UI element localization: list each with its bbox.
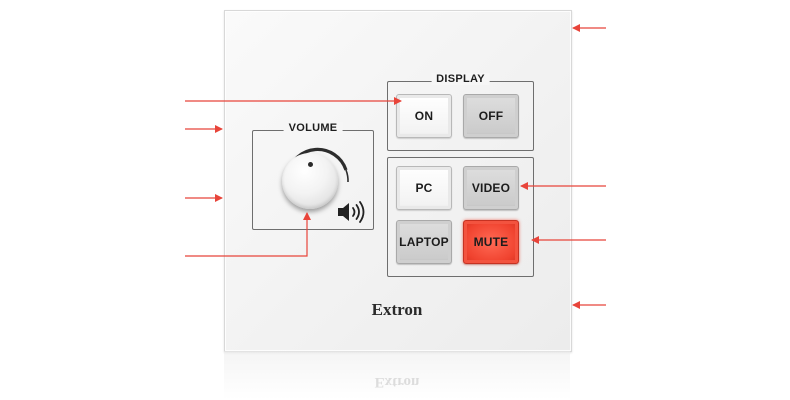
mute-button[interactable]: MUTE [463, 220, 519, 264]
pc-button[interactable]: PC [396, 166, 452, 210]
display-off-button[interactable]: OFF [463, 94, 519, 138]
dot-indicator-icon [308, 162, 313, 167]
volume-knob[interactable] [282, 153, 338, 209]
brand-logo: Extron [371, 300, 423, 319]
volume-label: VOLUME [283, 122, 343, 134]
brand-reflection: Extron [374, 374, 420, 390]
display-label: DISPLAY [431, 73, 490, 85]
volume-group: VOLUME [252, 122, 374, 230]
laptop-button[interactable]: LAPTOP [396, 220, 452, 264]
video-button[interactable]: VIDEO [463, 166, 519, 210]
plate-reflection: Extron [224, 351, 570, 400]
display-on-button[interactable]: ON [396, 94, 452, 138]
speaker-volume-icon [338, 201, 365, 223]
input-group [387, 157, 534, 277]
display-group: DISPLAY [387, 73, 534, 151]
